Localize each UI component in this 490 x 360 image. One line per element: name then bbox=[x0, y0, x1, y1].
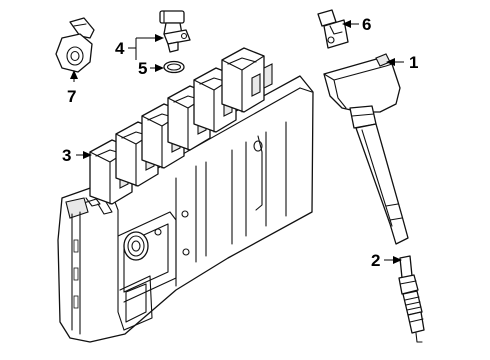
engine-control-module bbox=[57, 47, 314, 343]
callout-4: 4 bbox=[115, 39, 125, 58]
coil-towers bbox=[89, 47, 273, 205]
sensor-6 bbox=[317, 9, 349, 49]
callout-6: 6 bbox=[362, 15, 371, 34]
callout-3: 3 bbox=[62, 146, 71, 165]
spark-plug bbox=[398, 255, 425, 343]
callout-2: 2 bbox=[371, 251, 380, 270]
callouts: 1 2 3 4 5 6 7 bbox=[62, 15, 418, 270]
sensor-7 bbox=[55, 17, 95, 73]
callout-1: 1 bbox=[409, 53, 418, 72]
callout-7: 7 bbox=[67, 87, 76, 106]
ignition-coil bbox=[323, 53, 409, 245]
callout-5: 5 bbox=[138, 59, 147, 78]
o-ring-seal bbox=[163, 60, 185, 74]
position-sensor bbox=[159, 10, 191, 53]
